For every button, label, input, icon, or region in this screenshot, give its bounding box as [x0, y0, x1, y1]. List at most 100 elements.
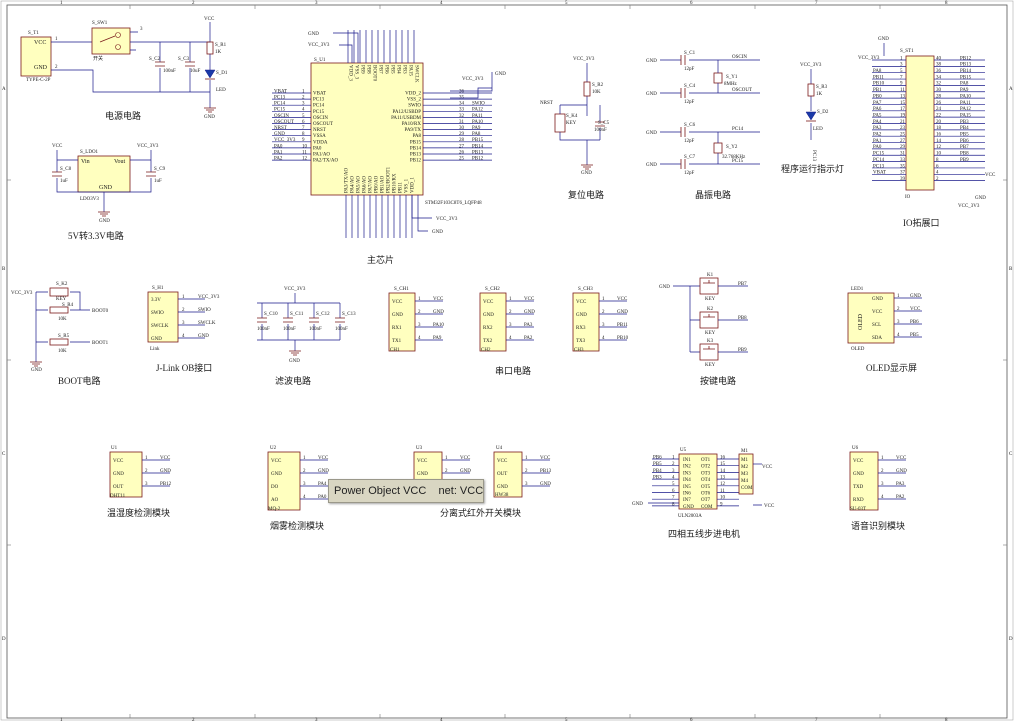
serial-module-2-pin: VCC	[483, 300, 494, 305]
jlink-pin: GND	[151, 337, 162, 342]
sw1-switch[interactable]	[91, 27, 131, 55]
ir-u3-module-pin: VCC	[417, 459, 428, 464]
mcu-gnd-bottom-label: GND	[432, 230, 443, 235]
motor-pin: M4	[741, 479, 748, 484]
border-left-B: B	[2, 267, 6, 272]
run-led-circuit: VCC_3V3 S_R3 1K S_D2 LED PC13 程序运行指示灯	[781, 63, 844, 174]
io-left-net: PA5	[873, 113, 882, 118]
mq2-module-pin: DO	[271, 485, 279, 490]
ir-u4-module-pin-num: 3	[525, 482, 528, 487]
mq2-module[interactable]	[267, 451, 301, 511]
xtal-net-label: OSCOUT	[732, 88, 752, 93]
mcu-left-num: 1	[302, 89, 305, 94]
mcu-left-num: 5	[302, 114, 305, 119]
io-left-num: 25	[900, 133, 906, 138]
io-left-num: 5	[900, 69, 903, 74]
su03t-module[interactable]	[849, 451, 879, 511]
io-left-num: 21	[900, 120, 906, 125]
t1-connector[interactable]	[20, 36, 52, 77]
io-left-net: PA6	[873, 107, 882, 112]
dht11-module[interactable]	[109, 451, 143, 498]
uln-out-pin: OT3	[701, 471, 711, 476]
io-left-net: PA8	[873, 69, 882, 74]
ir-u3-module[interactable]	[413, 451, 443, 485]
section-power: 电源电路	[105, 110, 141, 121]
uln-in-num: 2	[672, 462, 675, 467]
uln-in-pin: GND	[683, 505, 694, 510]
xtal-gnd-label: GND	[646, 59, 657, 64]
ir-u4-module-pin-num: 1	[525, 456, 528, 461]
uln-in-pin: IN6	[683, 492, 691, 497]
io-right-net: PB13	[960, 63, 972, 68]
ir-u4-module-pin-num: 2	[525, 469, 528, 474]
su03t-module-pin-num: 3	[881, 482, 884, 487]
uln-in-pin: IN7	[683, 498, 691, 503]
serial-module-3-pin-num: 3	[602, 323, 605, 328]
section-mq: 烟雾检测模块	[270, 520, 324, 531]
oled-body-text: OLED	[858, 313, 864, 330]
mcu-bottom-pin: PB2/BOOT1	[387, 166, 392, 193]
ir-u4-module[interactable]	[493, 451, 523, 498]
border-right-B: B	[1009, 267, 1013, 272]
serial-module-3[interactable]	[572, 292, 600, 352]
serial-module-1-pin-num: 2	[418, 310, 421, 315]
keys-gnd-label: GND	[659, 285, 670, 290]
net-tooltip: Power Object VCC net: VCC	[328, 479, 484, 503]
y2-ref: S_Y2	[726, 145, 738, 150]
serial-module-1[interactable]	[388, 292, 416, 352]
io-left-num: 23	[900, 126, 906, 131]
xtal-gnd-label: GND	[646, 163, 657, 168]
mcu-right-num: 33	[459, 108, 465, 113]
io-right-num: 8	[936, 158, 939, 163]
mcu-bottom-pin: PA6/AO	[363, 176, 368, 193]
mcu-right-net: PA12	[472, 108, 483, 113]
oled-module[interactable]	[847, 292, 895, 344]
uln-in-num: 6	[672, 489, 675, 494]
voice-ref: U6	[852, 446, 859, 451]
serial-part: CH3	[574, 348, 584, 353]
motor-pin: M2	[741, 465, 748, 470]
d2-value: LED	[813, 127, 823, 132]
ldo1-chip[interactable]	[77, 155, 131, 193]
r2-value: 10K	[592, 90, 601, 95]
u1-stm32-chip[interactable]	[310, 62, 424, 196]
k4-ref: S_K4	[566, 114, 578, 119]
d2-ref: S_D2	[817, 110, 829, 115]
section-led: 程序运行指示灯	[781, 163, 844, 174]
serial-module-1-pin-num: 4	[418, 336, 421, 341]
k2-key[interactable]	[49, 287, 69, 297]
border-bottom-8: 8	[945, 718, 948, 722]
serial-module-1-net: VCC	[433, 297, 444, 302]
ir-u3-module-pin-num: 2	[445, 469, 448, 474]
mcu-gnd-top-label: GND	[308, 32, 319, 37]
filter-cap-value: 100nF	[257, 327, 270, 332]
serial-module-2[interactable]	[479, 292, 507, 352]
xtal-cap-value: 12pF	[684, 139, 695, 144]
h1-header[interactable]	[147, 291, 179, 343]
mcu-bottom-pin: PA7/AO	[369, 176, 374, 193]
serial-module-3-pin: GND	[576, 313, 587, 318]
mcu-top-pin: PB4	[396, 65, 401, 74]
ldo1-part: LDO3V3	[80, 197, 99, 202]
io-right-net: PB8	[960, 152, 969, 157]
mcu-right-num: 36	[459, 89, 465, 94]
motor-connector[interactable]	[738, 453, 754, 495]
u5-uln2003-chip[interactable]	[678, 453, 718, 510]
section-filter: 滤波电路	[275, 375, 311, 386]
ldo-gnd-label: GND	[99, 219, 110, 224]
boot-circuit: VCC_3V3 S_K2 KEY S_R4 10K S_R5 10K BOOT0…	[11, 282, 109, 386]
st1-header[interactable]	[905, 55, 935, 191]
ldo-vcc-label: VCC	[52, 144, 63, 149]
io-right-net: PA8	[960, 82, 969, 87]
oled-net: PB6	[910, 320, 919, 325]
mcu-top-pin: SWCLK	[414, 65, 419, 83]
d1-value: LED	[216, 88, 226, 93]
serial-module-2-pin: TX2	[483, 339, 493, 344]
xtal-net-label: OSCIN	[732, 55, 747, 60]
dht11-module-net: PB12	[160, 482, 172, 487]
led-vcc33-label: VCC_3V3	[800, 63, 822, 68]
